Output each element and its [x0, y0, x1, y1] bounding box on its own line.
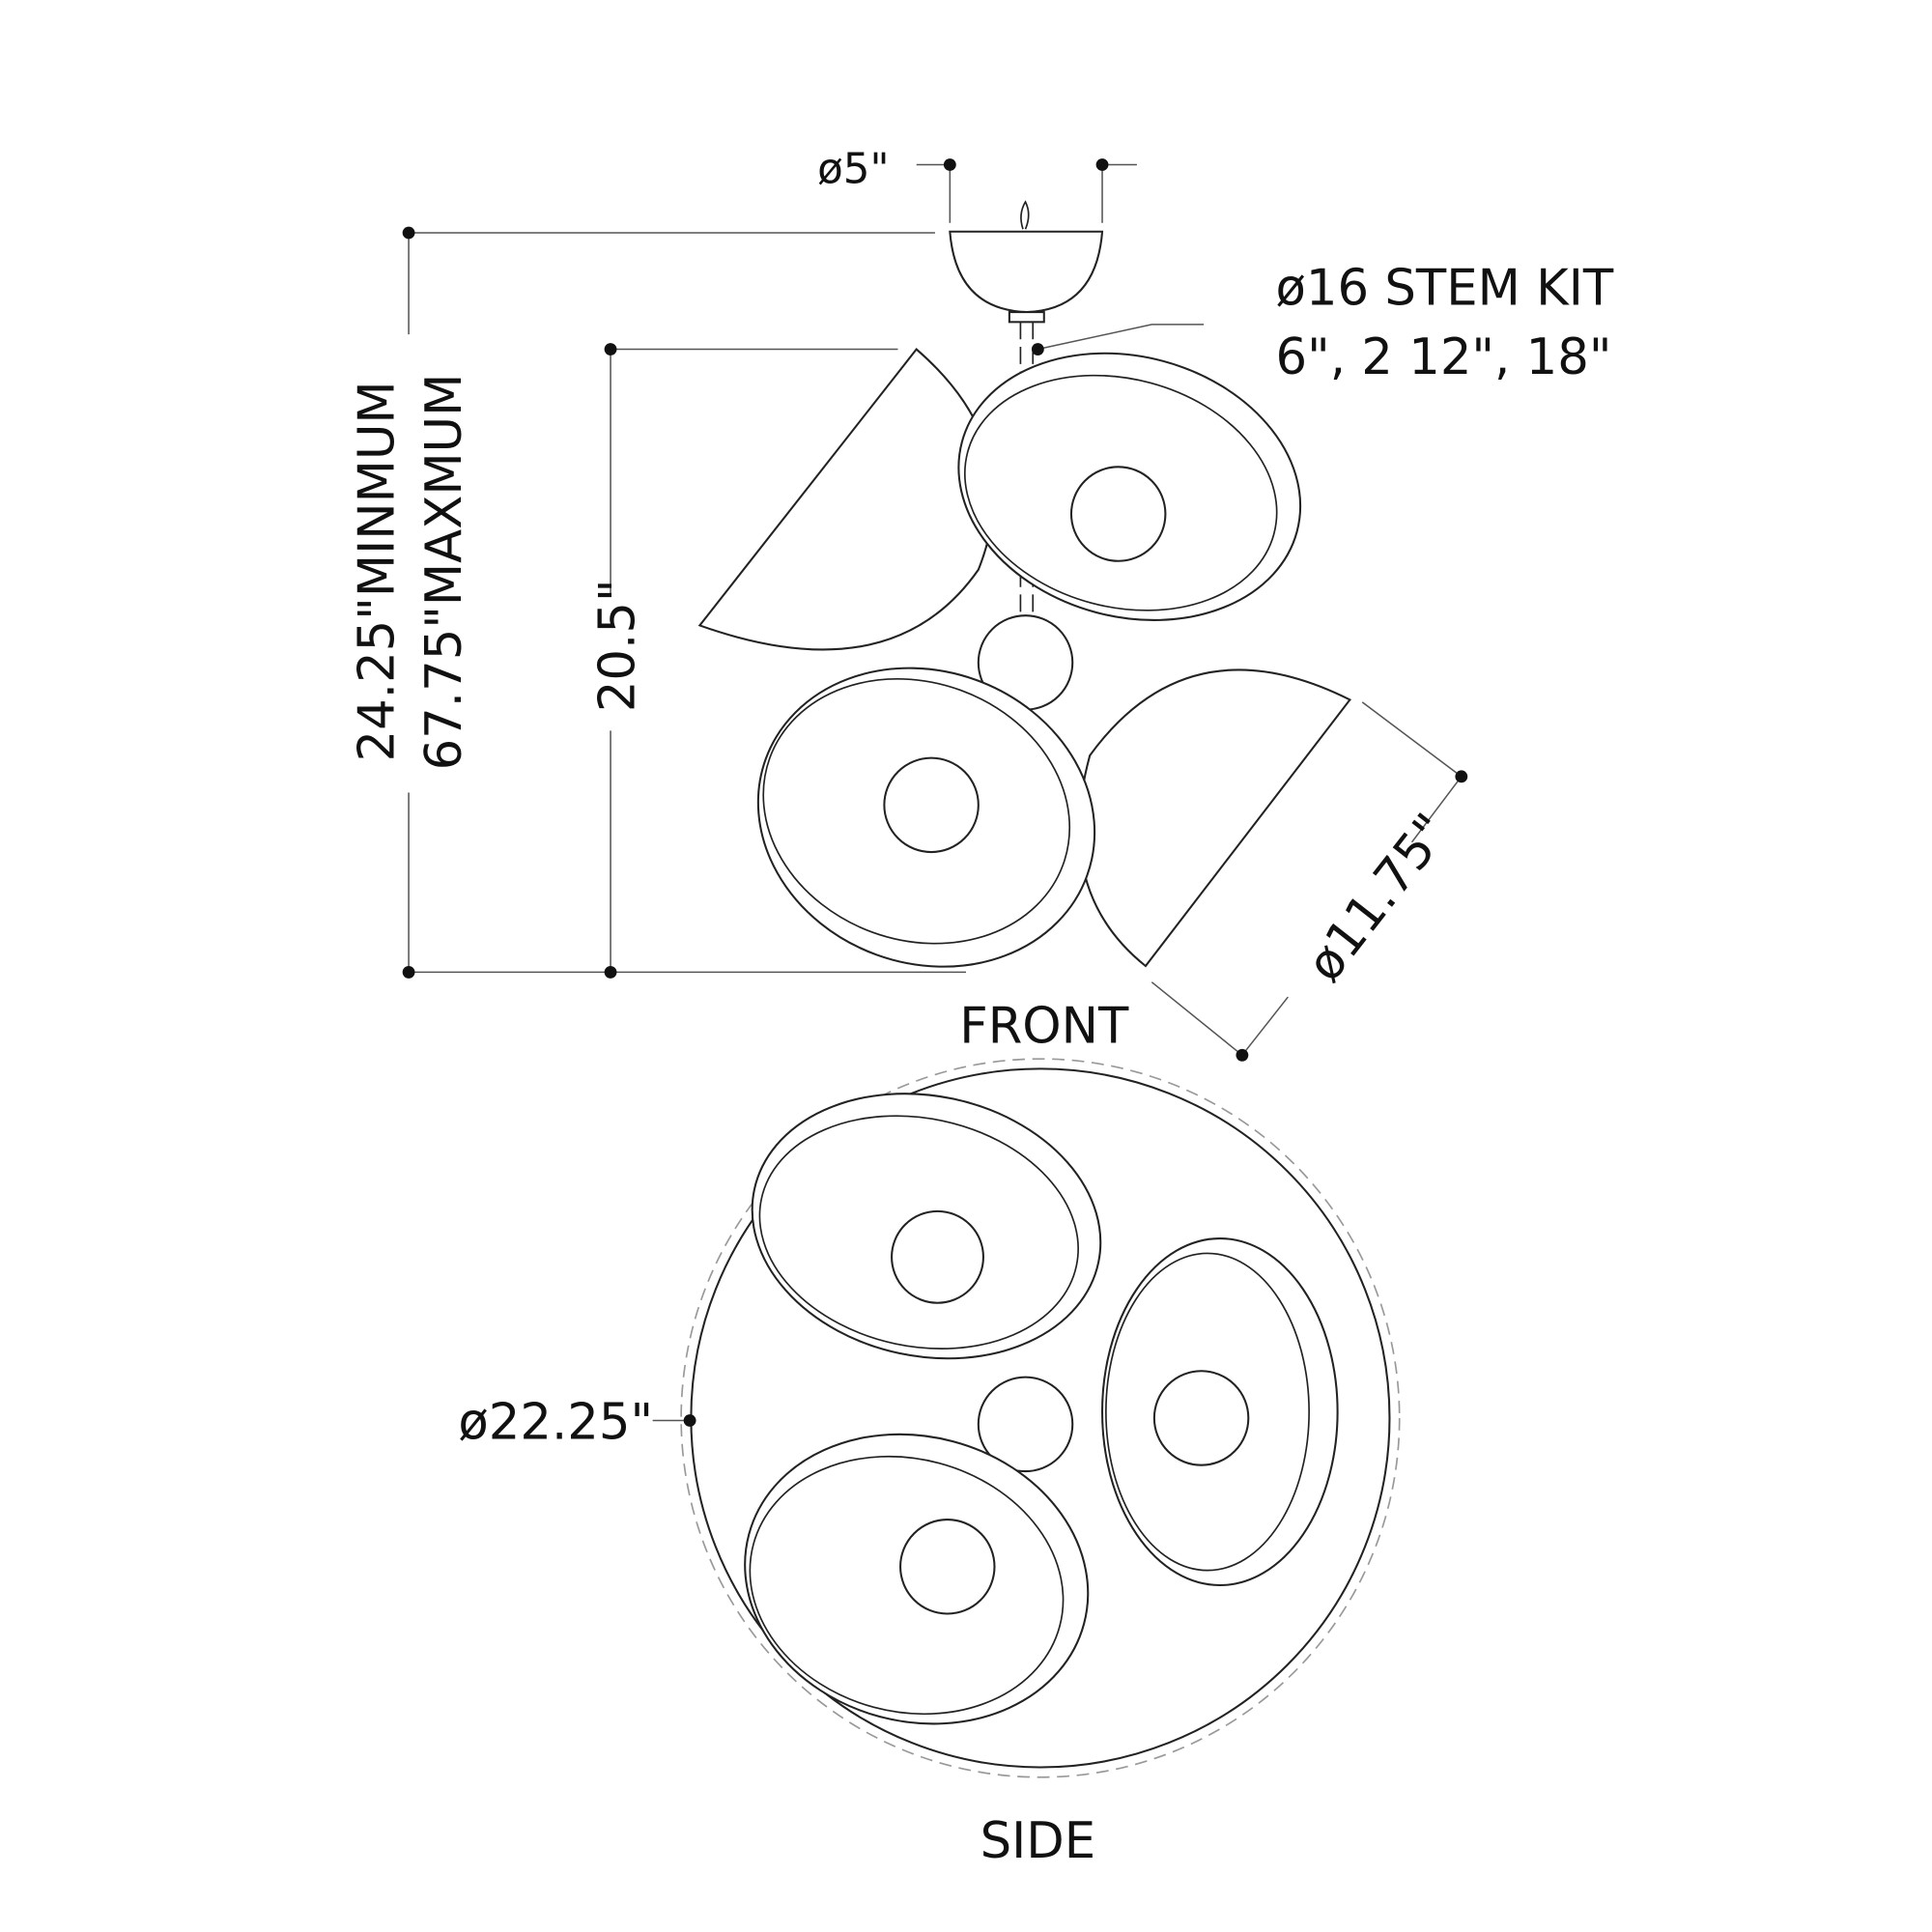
body-height-label: 20.5" — [588, 579, 646, 712]
overall-height-max-label: 67.75"MAXMUM — [415, 374, 473, 771]
front-view: ø5" ø16 STEM KIT 6", 2 12", 18" 24.25"MI… — [349, 146, 1614, 1062]
stem-kit-sizes-label: 6", 2 12", 18" — [1276, 328, 1612, 386]
stem-kit-label: ø16 STEM KIT — [1276, 259, 1614, 317]
overall-height-min-label: 24.25"MINMUM — [349, 381, 407, 761]
side-diameter-label: ø22.25" — [458, 1394, 653, 1452]
shade-diameter-label: ø11.75" — [1295, 803, 1461, 992]
canopy-diameter-label: ø5" — [817, 146, 889, 194]
canopy — [949, 230, 1104, 314]
lamp-front — [697, 348, 1352, 968]
side-view-title: SIDE — [980, 1812, 1096, 1870]
side-view: ø22.25" SIDE — [458, 1058, 1401, 1870]
front-view-title: FRONT — [959, 997, 1129, 1055]
